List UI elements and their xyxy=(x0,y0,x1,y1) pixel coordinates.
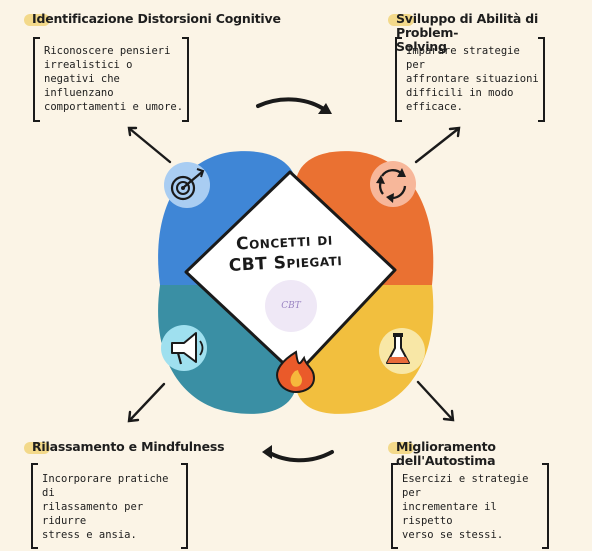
arrow-center-to-top-right xyxy=(414,126,461,164)
text-line: Incorporare pratiche di xyxy=(42,473,169,499)
text-line: verso se stessi. xyxy=(402,529,504,541)
concept-title-relaxation: Rilassamento e Mindfulness xyxy=(24,439,225,454)
concept-title-self-esteem: Miglioramento dell'Autostima xyxy=(388,439,592,468)
concept-text-relaxation: Incorporare pratiche di rilassamento per… xyxy=(42,472,182,542)
concept-title-text: Identificazione Distorsioni Cognitive xyxy=(32,11,281,26)
text-line: rilassamento per ridurre xyxy=(42,501,144,527)
text-line: influenzano xyxy=(44,87,114,99)
curved-arrow-bottom xyxy=(262,445,334,463)
concept-title-text: Rilassamento e Mindfulness xyxy=(32,439,225,454)
text-line: Esercizi e strategie per xyxy=(402,473,529,499)
text-line: difficili in modo efficace. xyxy=(406,87,514,113)
concept-text-cognitive-distortions: Riconoscere pensieri irrealistici o nega… xyxy=(44,44,186,114)
arrow-center-to-top-left xyxy=(127,126,172,164)
concept-title-text: Miglioramento dell'Autostima xyxy=(396,439,496,468)
text-line: affrontare situazioni xyxy=(406,73,539,85)
concept-text-problem-solving: Imparare strategie per affrontare situaz… xyxy=(406,44,540,114)
concept-title-line: Solving xyxy=(396,39,447,54)
concept-text-self-esteem: Esercizi e strategie per incrementare il… xyxy=(402,472,542,542)
flame-icon xyxy=(276,350,316,394)
target-icon xyxy=(164,162,210,208)
text-line: stress e ansia. xyxy=(42,529,137,541)
bracket-box-top-right xyxy=(395,37,545,122)
arrow-center-to-bottom-right xyxy=(416,380,455,422)
text-line: Imparare strategie per xyxy=(406,45,520,71)
text-line: incrementare il rispetto xyxy=(402,501,497,527)
concept-title-line: Sviluppo di Abilità di Problem- xyxy=(396,11,539,40)
center-logo: CBT xyxy=(265,280,317,332)
curved-arrow-top xyxy=(256,97,332,114)
recycle-arrows-icon xyxy=(370,161,416,207)
arrow-center-to-bottom-left xyxy=(127,382,166,423)
text-line: comportamenti e umore. xyxy=(44,101,184,113)
bracket-box-top-left xyxy=(33,37,189,122)
flask-icon xyxy=(379,328,425,374)
concept-title-problem-solving: Sviluppo di Abilità di Problem- Solving xyxy=(388,11,592,54)
bracket-box-bottom-right xyxy=(391,463,549,549)
text-line: Riconoscere pensieri xyxy=(44,45,171,57)
center-title: Concetti di CBT Spiegati xyxy=(214,228,356,277)
concept-title-cognitive-distortions: Identificazione Distorsioni Cognitive xyxy=(24,11,281,26)
text-line: irrealistici o negativi che xyxy=(44,59,133,85)
megaphone-icon xyxy=(161,325,207,371)
bracket-box-bottom-left xyxy=(31,463,188,549)
